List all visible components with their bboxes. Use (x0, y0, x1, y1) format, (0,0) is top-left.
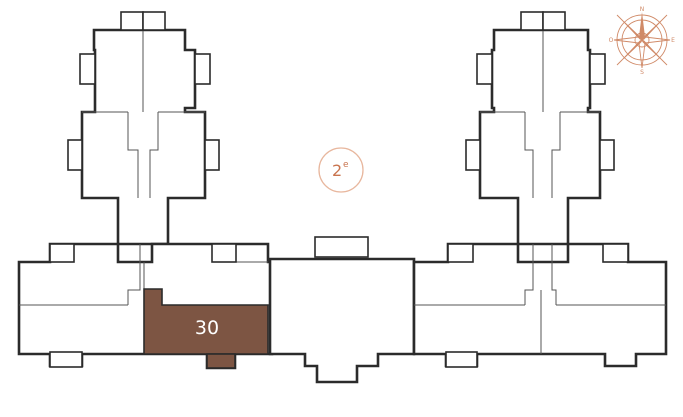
balcony (465, 139, 481, 171)
balcony (211, 243, 237, 263)
balcony (542, 11, 566, 31)
unit-30[interactable]: 30 (143, 288, 269, 369)
compass-north: N (640, 6, 645, 13)
right-wing (412, 242, 668, 368)
balcony (79, 53, 96, 85)
balcony (447, 243, 474, 263)
floor-number: 2 (332, 161, 342, 180)
balcony (520, 11, 544, 31)
compass-south: S (640, 69, 644, 76)
balcony (589, 53, 606, 85)
balcony (49, 243, 75, 263)
floor-superscript: e (343, 160, 349, 170)
balcony (67, 139, 83, 171)
compass-rose-icon: N S E O (609, 6, 675, 76)
balcony (445, 351, 478, 368)
balcony (120, 11, 144, 31)
center-block (268, 236, 416, 384)
balcony (204, 139, 220, 171)
balcony (49, 351, 83, 368)
entrance-canopy (314, 236, 369, 258)
compass-east: E (671, 37, 675, 44)
balcony (599, 139, 615, 171)
floor-indicator: 2 e (318, 147, 364, 193)
right-tower (465, 11, 615, 246)
balcony (142, 11, 166, 31)
unit-30-label: 30 (195, 317, 219, 339)
balcony (476, 53, 493, 85)
left-tower (67, 11, 220, 246)
balcony (194, 53, 211, 85)
unit-30-balcony (206, 353, 236, 369)
compass-west: O (609, 37, 614, 44)
balcony (602, 243, 629, 263)
